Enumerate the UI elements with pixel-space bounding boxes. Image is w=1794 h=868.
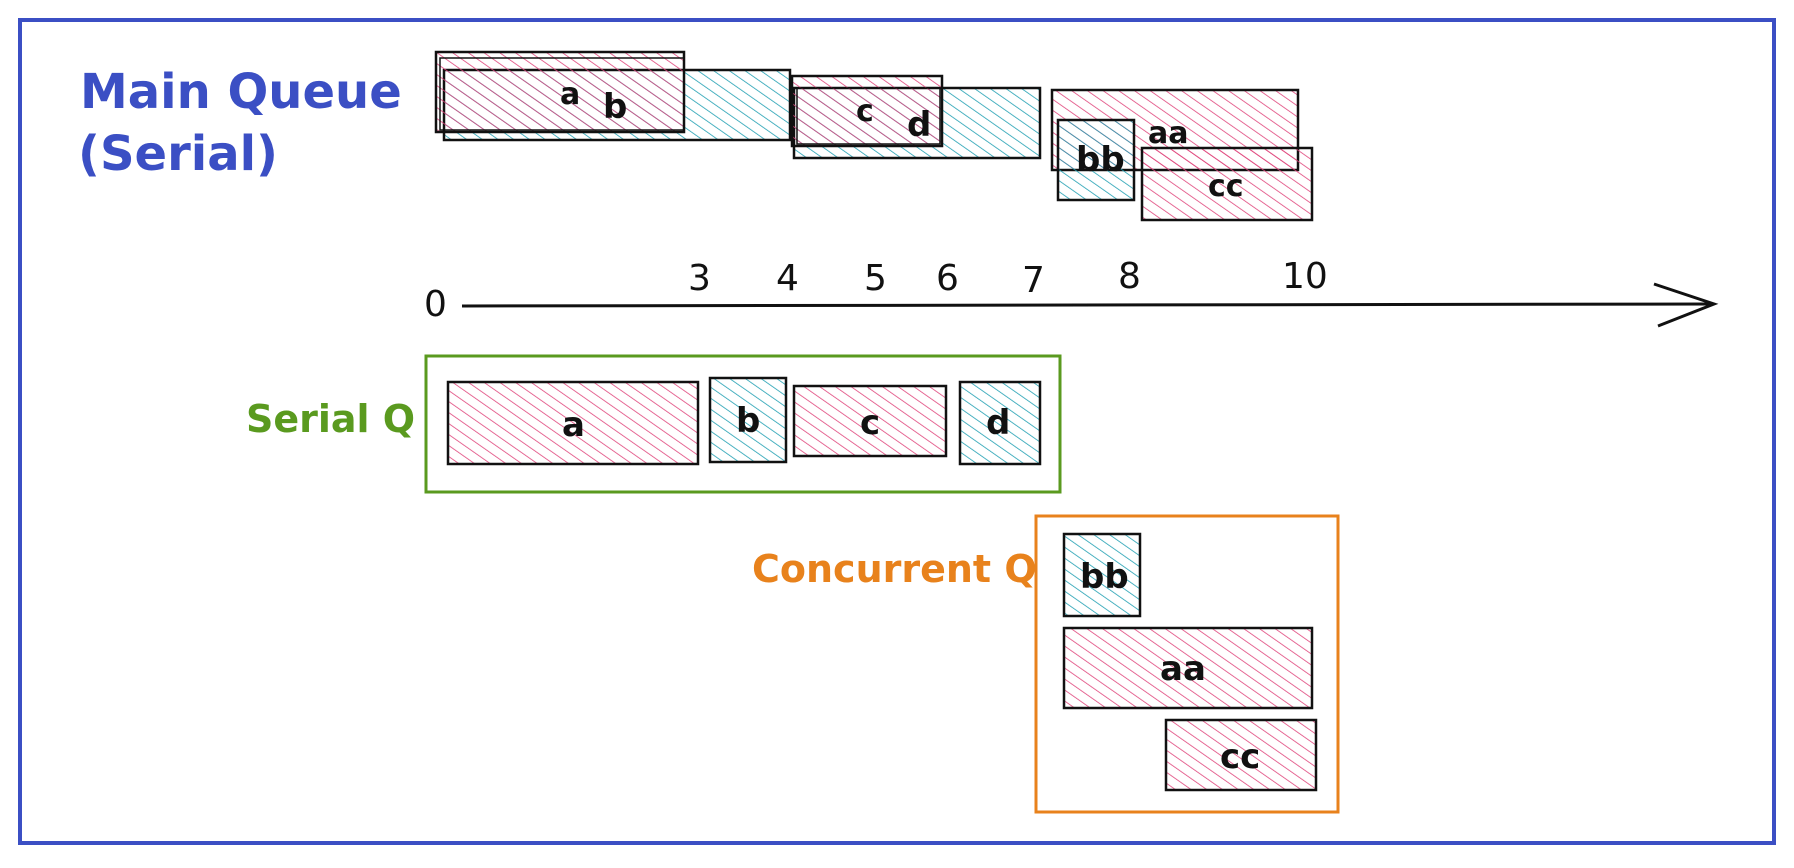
tick-6: 6 — [936, 258, 959, 299]
concurrent-task-bb — [1062, 532, 1142, 618]
concurrent-queue: Concurrent Q bb aa cc — [752, 514, 1340, 814]
main-label-b: b — [603, 87, 627, 127]
serial-task-d — [958, 380, 1042, 466]
serial-label-d: d — [986, 403, 1010, 443]
serial-queue: Serial Q a b c d — [246, 354, 1062, 494]
concurrent-q-label: Concurrent Q — [752, 547, 1037, 591]
main-label-aa: aa — [1148, 116, 1189, 151]
tick-8: 8 — [1118, 256, 1141, 297]
concurrent-task-cc — [1164, 718, 1318, 792]
main-block-cc — [1140, 146, 1314, 222]
serial-label-b: b — [736, 401, 760, 441]
concurrent-q-box — [1034, 514, 1340, 814]
timeline-line — [461, 302, 1713, 308]
concurrent-label-cc: cc — [1220, 737, 1260, 777]
main-label-a: a — [560, 77, 580, 112]
timeline-axis: 0 3 4 5 6 7 8 10 — [424, 256, 1719, 328]
main-queue-blocks: a b c d bb aa cc — [434, 50, 1314, 222]
tick-7: 7 — [1022, 260, 1045, 301]
serial-label-c: c — [860, 403, 880, 443]
main-label-d: d — [907, 105, 931, 145]
tick-5: 5 — [864, 258, 887, 299]
outer-frame — [18, 18, 1776, 845]
serial-q-label: Serial Q — [246, 397, 415, 441]
serial-label-a: a — [562, 405, 585, 445]
serial-q-box — [424, 354, 1062, 494]
serial-task-b — [708, 376, 788, 464]
tick-3: 3 — [688, 258, 711, 299]
main-label-cc: cc — [1208, 169, 1244, 204]
main-block-bb — [1056, 118, 1136, 202]
serial-task-a — [446, 380, 700, 466]
main-label-bb: bb — [1076, 140, 1125, 180]
concurrent-label-aa: aa — [1160, 649, 1206, 689]
concurrent-label-bb: bb — [1080, 557, 1129, 597]
main-block-a — [434, 50, 686, 134]
tick-0: 0 — [424, 284, 447, 325]
main-block-a-outline — [439, 57, 685, 131]
tick-4: 4 — [776, 258, 799, 299]
tick-10: 10 — [1282, 256, 1328, 297]
concurrent-task-aa — [1062, 626, 1314, 710]
timeline-arrowhead — [1653, 282, 1719, 328]
main-queue-subtitle: (Serial) — [78, 126, 278, 182]
main-queue-title: Main Queue — [80, 64, 402, 120]
serial-task-c — [792, 384, 948, 458]
main-label-c: c — [856, 94, 874, 129]
main-block-c-outline — [796, 87, 941, 145]
